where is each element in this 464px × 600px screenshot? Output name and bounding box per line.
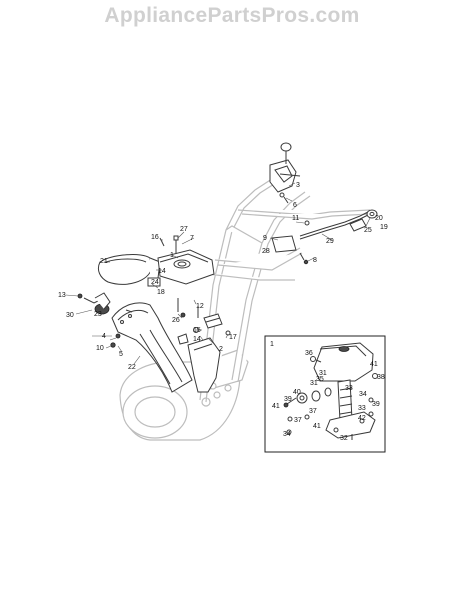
callout-label: 25	[364, 227, 372, 234]
callout-label: 14	[158, 268, 166, 275]
callout-label: 42	[358, 415, 366, 422]
callout-label: 31	[319, 370, 327, 377]
callout-label: 3	[296, 182, 300, 189]
callout-label: 34	[359, 391, 367, 398]
callout-labels: 3 6 11 20 19 25 29 9 28 8 27 7 16 21 1 1…	[58, 182, 388, 442]
callout-label: 27	[180, 226, 188, 233]
callout-label: 2	[219, 346, 223, 353]
callout-label: 31	[310, 380, 318, 387]
callout-label: 9	[263, 235, 267, 242]
leader-lines	[65, 182, 371, 365]
callout-label: 28	[262, 248, 270, 255]
callout-label: 14	[193, 336, 201, 343]
callout-label: 21	[100, 258, 108, 265]
link-rod	[271, 209, 378, 253]
callout-label: 23	[94, 311, 102, 318]
callout-label: 40	[293, 389, 301, 396]
chute-deflector	[157, 249, 215, 285]
inset-box	[264, 335, 386, 453]
callout-label: 29	[326, 238, 334, 245]
callout-label: 16	[151, 234, 159, 241]
callout-label: 7	[190, 235, 194, 242]
callout-label: 26	[172, 317, 180, 324]
callout-label: 19	[380, 224, 388, 231]
callout-label: 37	[294, 417, 302, 424]
callout-label: 22	[128, 364, 136, 371]
callout-label: 37	[309, 408, 317, 415]
callout-label: 17	[229, 334, 237, 341]
chute-crank-cover	[97, 254, 161, 285]
callout-label: 39	[284, 396, 292, 403]
callout-label: 6	[293, 202, 297, 209]
callout-label: 1	[170, 252, 174, 259]
callout-label: 32	[340, 435, 348, 442]
callout-label: 5	[119, 351, 123, 358]
callout-label: 41	[313, 423, 321, 430]
callout-label: 13	[58, 292, 66, 299]
callout-label: 20	[375, 215, 383, 222]
callout-label: 41	[370, 361, 378, 368]
callout-label: 34	[283, 431, 291, 438]
callout-label: 41	[272, 403, 280, 410]
callout-label: 33	[358, 405, 366, 412]
callout-label: 33	[345, 385, 353, 392]
inset-label: 1	[270, 341, 274, 348]
callout-label: 36	[305, 350, 313, 357]
callout-label: 10	[96, 345, 104, 352]
watermark-logo: AppliancePartsPros.com	[104, 4, 360, 27]
callout-label: 8	[313, 257, 317, 264]
discharge-chute	[111, 302, 193, 393]
callout-label: 4	[102, 333, 106, 340]
callout-label: 12	[196, 303, 204, 310]
callout-label: 35	[316, 376, 324, 383]
callout-label: 39	[372, 401, 380, 408]
callout-label: 38	[377, 374, 385, 381]
callout-label: 11	[292, 215, 299, 222]
callout-label: 18	[157, 289, 165, 296]
callout-label: 30	[66, 312, 74, 319]
callout-label: 24	[151, 279, 159, 286]
center-bracket	[187, 337, 221, 393]
callout-label: 15	[193, 327, 201, 334]
hardware	[77, 173, 310, 348]
